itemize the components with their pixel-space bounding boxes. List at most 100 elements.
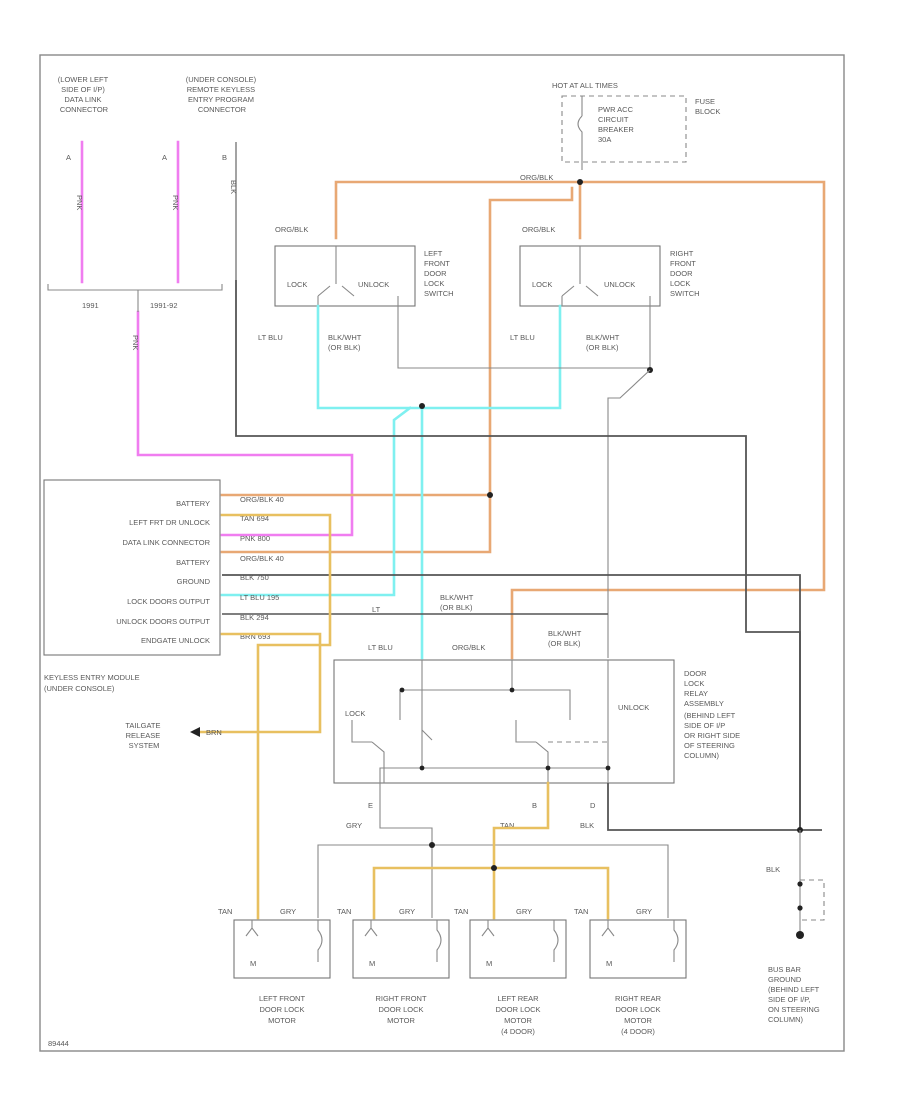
module-pin-left-frt-unlock: LEFT FRT DR UNLOCK [129,518,210,527]
ground-splice-1 [797,881,803,887]
wire-orange-module [220,186,574,554]
wire-tan-endgate [198,632,322,734]
module-pin-data-link: DATA LINK CONNECTOR [122,538,210,547]
wire-cyan-module [220,406,412,597]
year-1991-label: 1991 [82,301,99,310]
circuit-breaker-label: PWR ACC CIRCUIT BREAKER 30A [598,105,636,144]
right-front-door-lock-switch [519,245,661,307]
motor-terminal-left [364,920,378,937]
dlc-location-label: (LOWER LEFT SIDE OF I/P) DATA LINK CONNE… [58,75,110,114]
tailgate-connector-arrow [190,727,200,737]
brn-label: BRN [206,728,222,737]
blk-ground-label: BLK [766,865,780,874]
wire-blk-ground-run [607,783,822,831]
motor-tan-label: TAN [454,907,468,916]
motor-tan-label: TAN [337,907,351,916]
relay-blk-wht-label: BLK/WHT (OR BLK) [548,629,583,648]
wire-orange-left-switch [334,180,582,240]
fuse-block-label: FUSE BLOCK [695,97,720,116]
year-1991-92-label: 1991-92 [150,301,178,310]
module-wire-3: ORG/BLK 40 [240,554,284,563]
module-wire-2: PNK 800 [240,534,270,543]
fuse-block-box [561,95,687,163]
pin-a-label: A [66,153,71,162]
module-wire-labels: ORG/BLK 40 TAN 694 PNK 800 ORG/BLK 40 BL… [240,495,284,641]
motor-symbol: M [606,959,612,968]
module-wire-7: BRN 693 [240,632,270,641]
module-pin-endgate: ENDGATE UNLOCK [141,636,210,645]
motor-gry-label: GRY [280,907,296,916]
circuit-breaker-symbol [577,96,583,170]
right-switch-unlock-label: UNLOCK [604,280,635,289]
motor-terminal-right [436,920,442,962]
right-switch-lock-label: LOCK [532,280,552,289]
right-switch-label: RIGHT FRONT DOOR LOCK SWITCH [670,249,700,298]
tan-mid-label: TAN [500,821,514,830]
motor-tan-label: TAN [574,907,588,916]
splice-battery [487,492,493,498]
wire-gray-unlock-switches [397,306,651,369]
motor-terminal-right [553,920,559,962]
left-switch-label: LEFT FRONT DOOR LOCK SWITCH [424,249,454,298]
blk-wht-mid-label: BLK/WHT (OR BLK) [440,593,475,612]
left-switch-unlock-label: UNLOCK [358,280,389,289]
wire-tan-left-front [220,513,332,920]
relay-description-label: DOOR LOCK RELAY ASSEMBLY (BEHIND LEFT SI… [684,669,742,760]
module-wire-4: BLK 750 [240,573,269,582]
splice-cyan [419,403,425,409]
wire-blk-label: BLK [229,180,238,194]
motor-symbol: M [250,959,256,968]
blk-out-label: BLK [580,821,594,830]
wire-ground-module [222,574,801,830]
year-bracket [47,284,223,291]
org-blk-left-switch-label: ORG/BLK [275,225,308,234]
gry-label: GRY [346,821,362,830]
motor-gry-label: GRY [399,907,415,916]
module-wire-1: TAN 694 [240,514,269,523]
left-switch-contacts [317,246,399,306]
motor-terminal-left [481,920,495,937]
wire-pnk-label-2: PNK [171,195,180,210]
remote-connector-location-label: (UNDER CONSOLE) REMOTE KEYLESS ENTRY PRO… [186,75,259,114]
motor-box [469,919,567,979]
left-switch-lock-label: LOCK [287,280,307,289]
motor-symbol: M [486,959,492,968]
tailgate-label: TAILGATE RELEASE SYSTEM [125,721,162,750]
wire-pnk-label-3: PNK [131,335,140,350]
wire-tan-motors [372,781,610,920]
module-name-label: KEYLESS ENTRY MODULE (UNDER CONSOLE) [44,673,142,693]
wire-cyan-switches [316,304,562,410]
door-lock-relay-assembly [333,659,675,784]
splice-tan [491,865,497,871]
motor-symbol: M [369,959,375,968]
wire-pnk-label-1: PNK [75,195,84,210]
module-pin-labels: BATTERY LEFT FRT DR UNLOCK DATA LINK CON… [116,499,210,645]
relay-lock-label: LOCK [345,709,365,718]
motor-terminal-left [601,920,615,937]
blk-wht-right-label: BLK/WHT (OR BLK) [586,333,621,352]
module-wire-0: ORG/BLK 40 [240,495,284,504]
ground-splice-2 [797,905,803,911]
wire-unlock-to-relay [607,369,651,658]
keyless-entry-module [43,479,221,656]
motor-terminal-left [245,920,259,937]
motor-terminal-right [317,920,323,962]
motor-gry-label: GRY [636,907,652,916]
bus-bar-ground [796,931,804,939]
wire-orange-right-main [510,180,826,660]
ground-location-label: BUS BAR GROUND (BEHIND LEFT SIDE OF I/P,… [768,965,822,1024]
module-pin-ground: GROUND [177,577,211,586]
relay-pin-d: D [590,801,596,810]
lt-blu-right-label: LT BLU [510,333,535,342]
ground-dashed-box [800,879,825,921]
diagram-frame [39,54,845,1052]
relay-unlock-label: UNLOCK [618,703,649,712]
blk-wht-left-label: BLK/WHT (OR BLK) [328,333,363,352]
motor-box [589,919,687,979]
